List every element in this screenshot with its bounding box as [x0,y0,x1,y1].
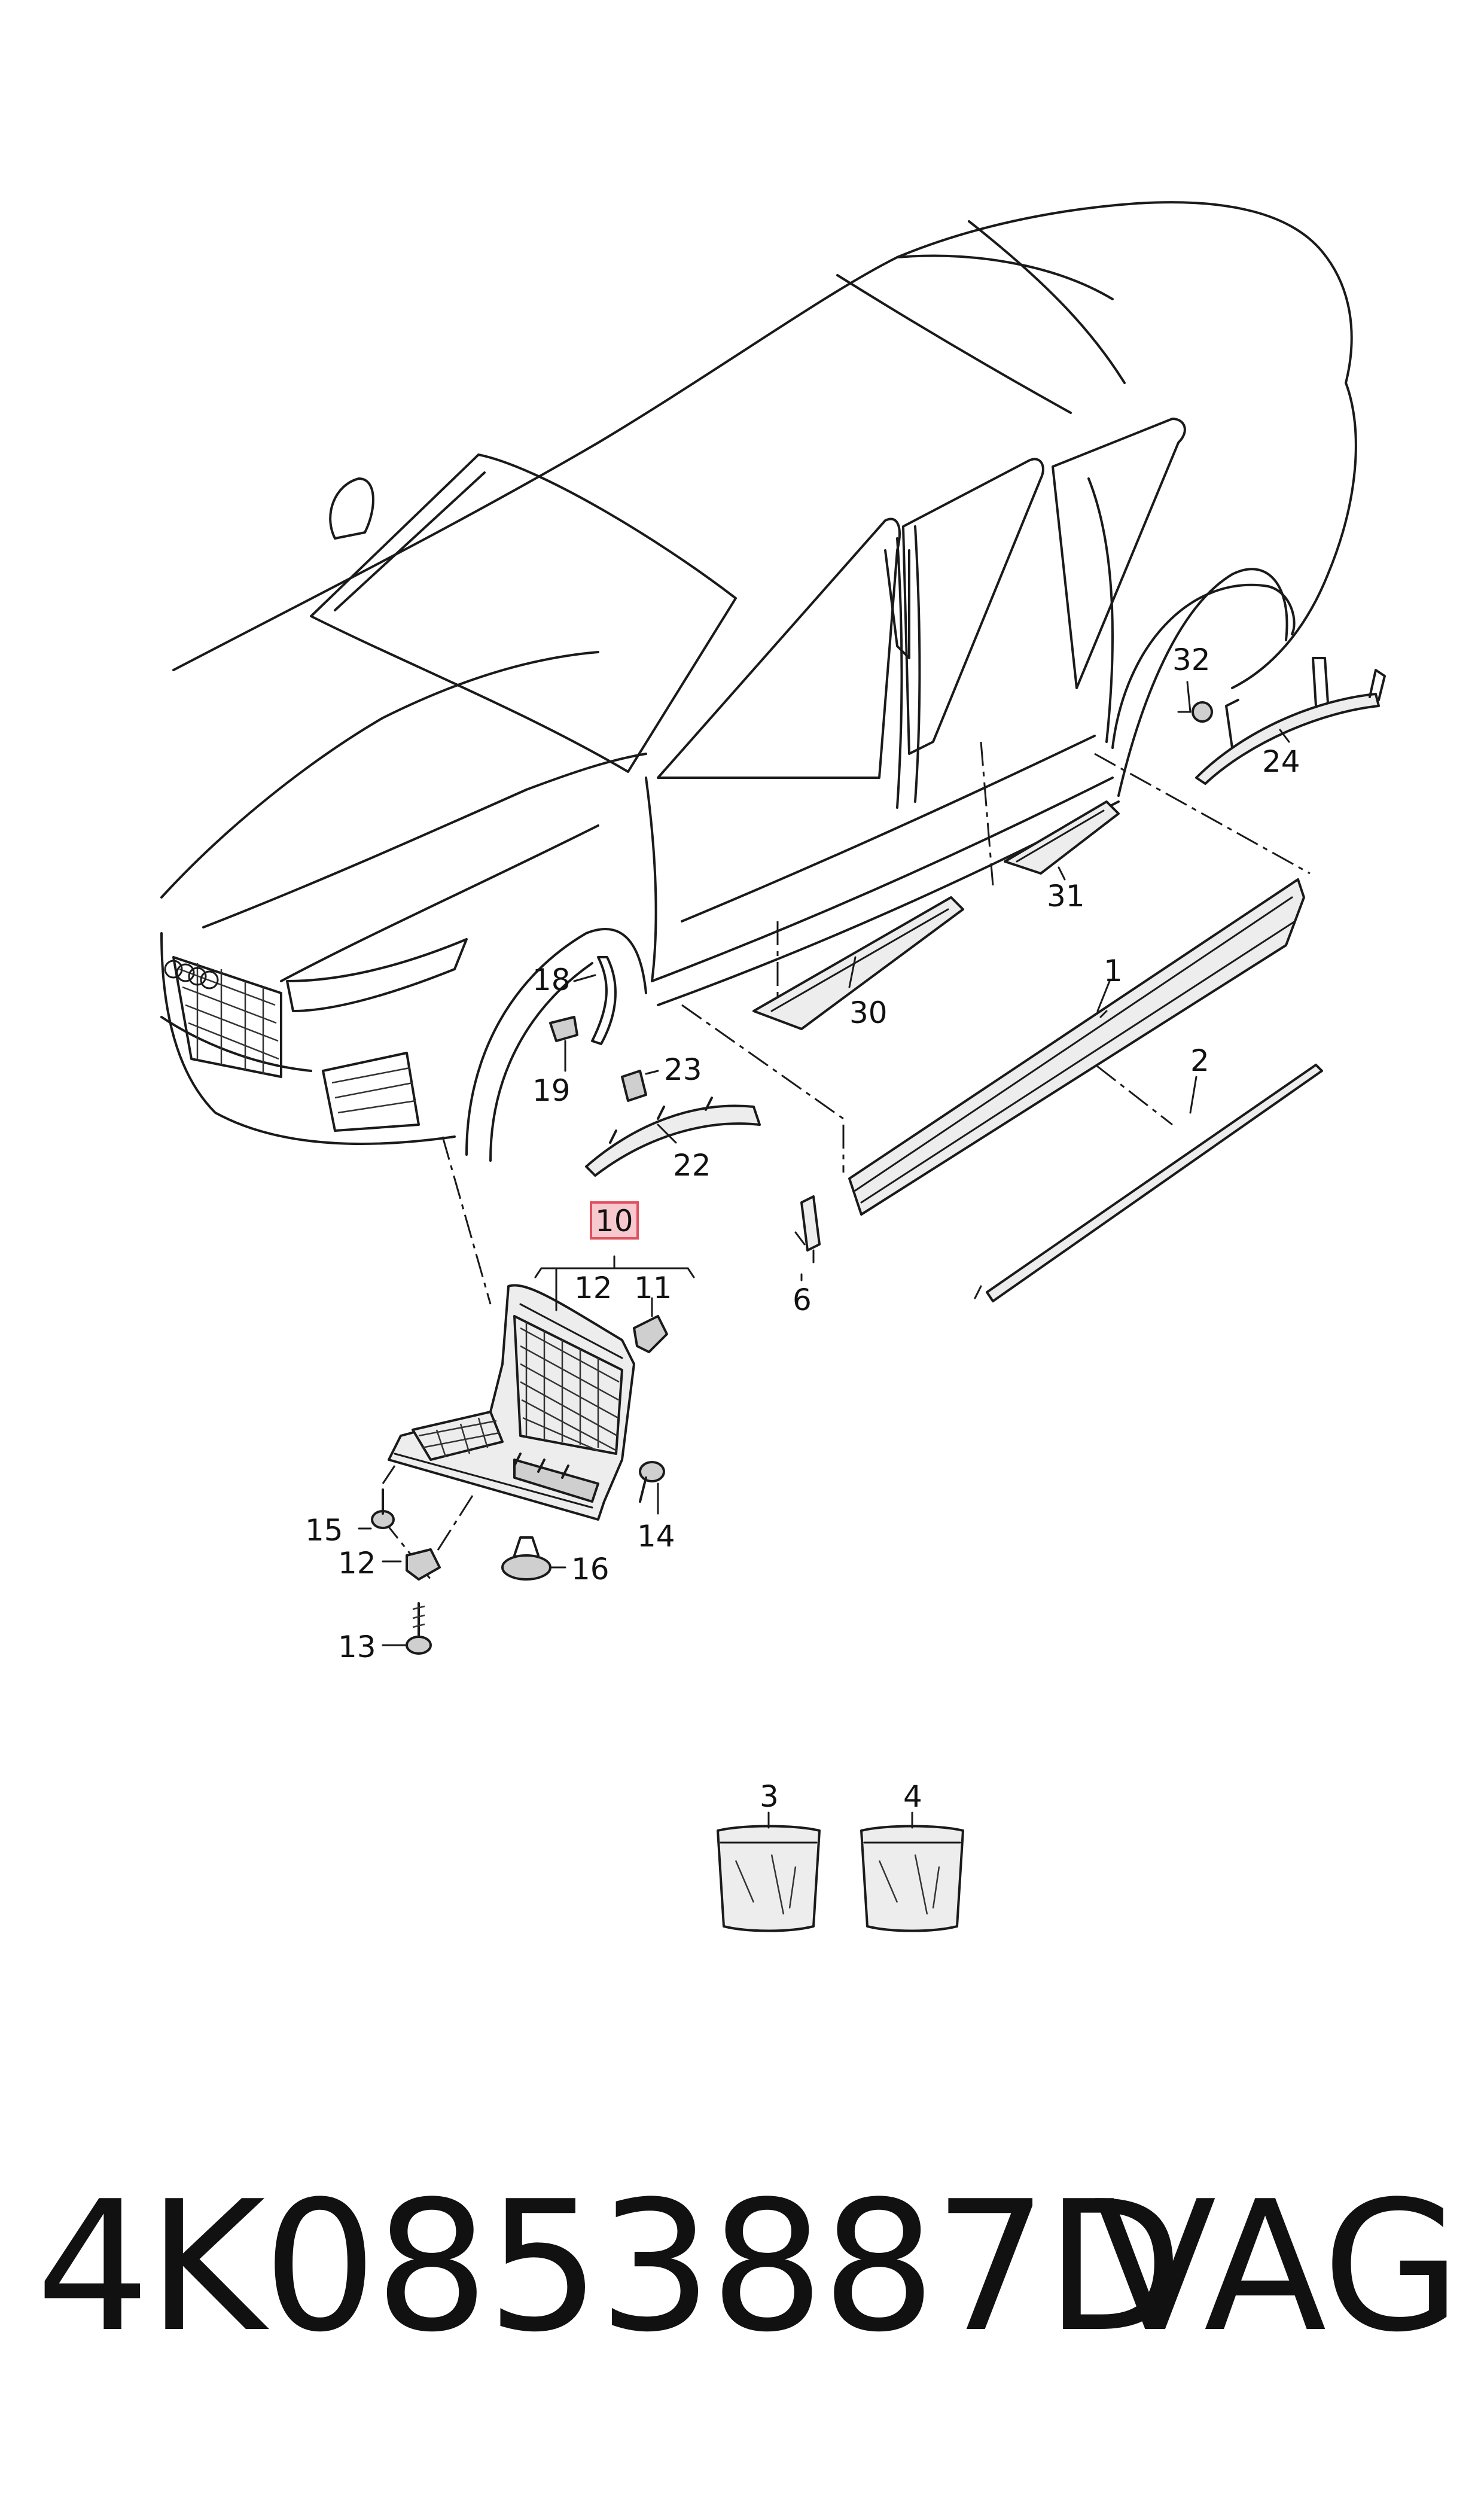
callout-6: 6 [793,1283,812,1317]
bag-part-4 [860,1825,964,1932]
callout-18: 18 [532,963,571,997]
bracket-part-18 [591,956,617,1045]
callout-23: 23 [664,1052,702,1087]
callout-24: 24 [1262,744,1300,779]
callout-32: 32 [1172,643,1211,677]
callout-1: 1 [1104,954,1123,988]
callout-12-lower: 12 [338,1546,376,1581]
rivet-part-19 [549,1016,578,1054]
sill-panel-part-1 [848,878,1305,1216]
part-number: 4K0853887D [36,2163,1184,2371]
scuff-plate-front-part-30 [752,896,964,1030]
callout-2: 2 [1190,1043,1209,1078]
nut-part-12 [406,1548,441,1581]
wheel-house-liner-part-10 [388,1284,635,1521]
callout-31: 31 [1047,879,1085,914]
callout-10: 10 [595,1204,633,1238]
scuff-plate-rear-part-31 [1004,800,1120,875]
clip-part-6 [794,1195,821,1252]
clip-part-23 [621,1070,647,1102]
liner-mesh [513,1315,623,1455]
bolt-part-13 [406,1602,432,1655]
callout-14: 14 [637,1519,675,1554]
bolt-part-15 [371,1488,395,1529]
rear-arch-trim-part-24 [1195,657,1386,785]
callout-4: 4 [903,1779,922,1814]
liner-floor-mesh [412,1411,504,1461]
trim-strip-part-2 [974,1064,1323,1302]
screw-part-14 [639,1461,665,1503]
callout-3: 3 [760,1779,779,1814]
parts-diagram: 1 2 30 31 24 32 18 19 23 22 6 10 12 11 1… [160,201,1386,1932]
car-body-outline [160,201,1357,1162]
callout-13: 13 [338,1630,376,1664]
brand-rings-emblem [164,960,219,989]
callout-11: 11 [634,1271,672,1305]
front-grille [172,956,282,1078]
callout-22: 22 [673,1148,711,1183]
fog-intake [322,1052,420,1132]
bag-part-3 [717,1825,821,1932]
callout-19: 19 [532,1073,571,1108]
callout-15: 15 [305,1513,343,1548]
callout-12-upper: 12 [574,1271,613,1305]
callout-30: 30 [849,995,888,1030]
callout-labels: 1 2 30 31 24 32 18 19 23 22 6 10 12 11 1… [305,643,1300,1814]
clip-part-11 [633,1315,668,1353]
brand-label: VAG [1093,2163,1461,2371]
callout-10-highlight [590,1201,639,1240]
grommet-part-16 [501,1536,551,1581]
callout-ticks [358,681,1290,1829]
callout-16: 16 [571,1552,610,1587]
front-arch-trim-part-22 [585,1097,761,1177]
clip-part-32 [1177,701,1213,723]
